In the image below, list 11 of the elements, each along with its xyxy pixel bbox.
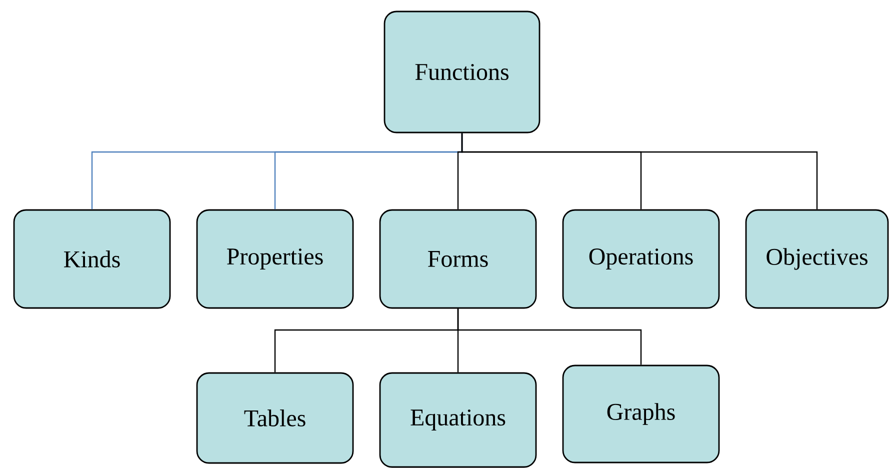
process-box: Operations [562, 209, 720, 309]
process-box: Functions [384, 10, 540, 134]
process-box: Properties [196, 209, 354, 309]
process-box: Forms [379, 209, 537, 309]
connector-line [461, 133, 818, 210]
process-box: Equations [379, 372, 537, 468]
process-box: Kinds [13, 209, 171, 309]
process-box: Tables [196, 372, 354, 464]
process-box: Objectives [745, 209, 889, 309]
process-box: Graphs [562, 364, 720, 464]
connector-line [457, 308, 642, 365]
